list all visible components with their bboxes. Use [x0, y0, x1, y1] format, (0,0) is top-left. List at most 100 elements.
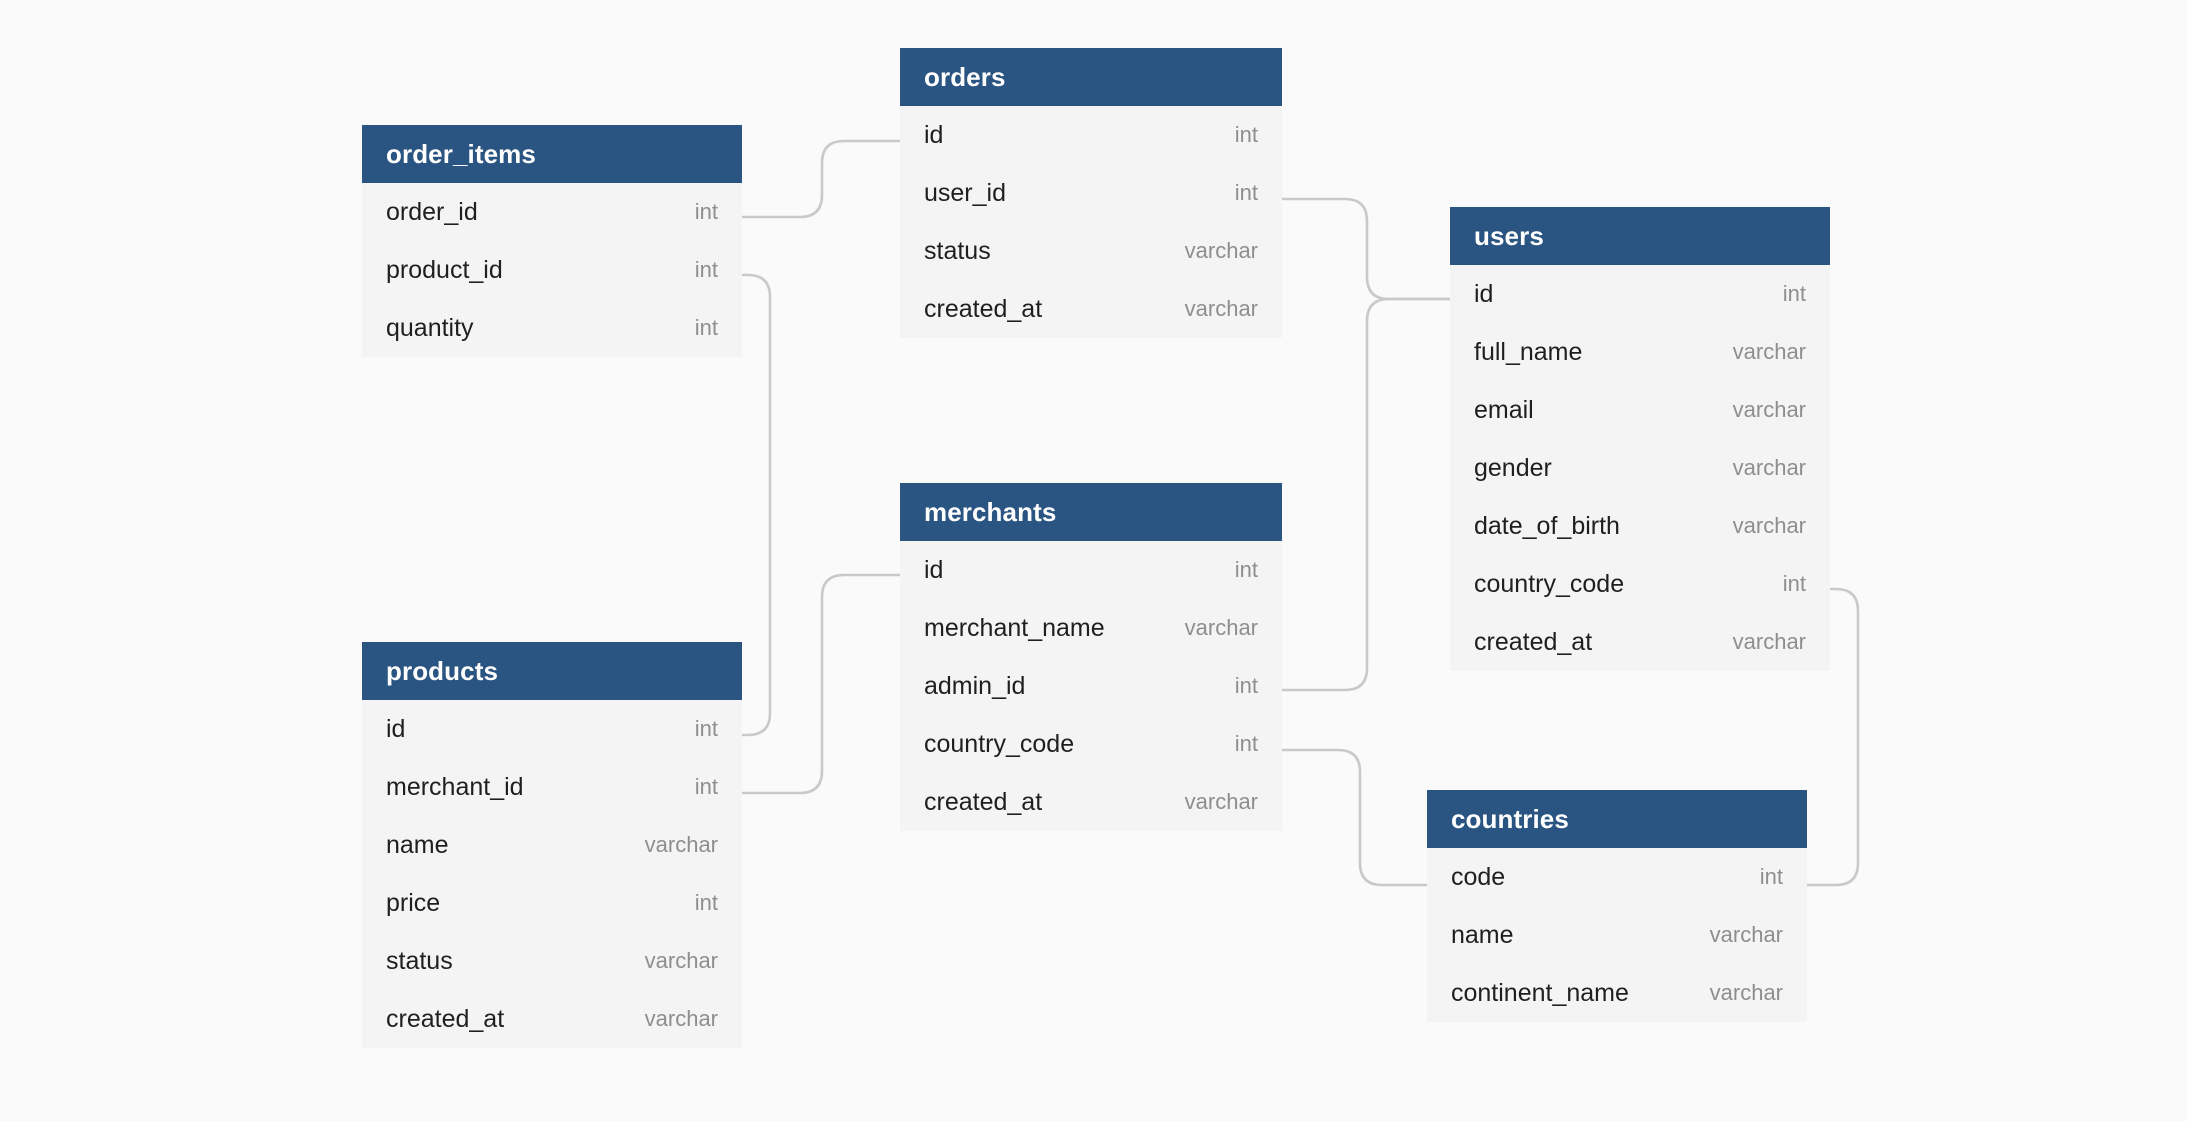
- table-header-orders[interactable]: orders: [900, 48, 1282, 106]
- field-type: varchar: [1732, 513, 1806, 538]
- field-type: varchar: [644, 832, 718, 857]
- table-body-countries: code int name varchar continent_name varchar: [1427, 848, 1807, 1022]
- field-name: name: [1451, 920, 1514, 949]
- table-header-products[interactable]: products: [362, 642, 742, 700]
- field-type: varchar: [1709, 922, 1783, 947]
- field-type: int: [1759, 864, 1783, 889]
- relationship-edge-merchants-admin_id__users-id: [1280, 297, 1452, 692]
- field-type: varchar: [1184, 615, 1258, 640]
- field-row[interactable]: created_at varchar: [362, 990, 742, 1048]
- field-row[interactable]: id int: [900, 106, 1282, 164]
- field-row[interactable]: created_at varchar: [900, 773, 1282, 831]
- field-name: email: [1474, 395, 1534, 424]
- table-header-order_items[interactable]: order_items: [362, 125, 742, 183]
- field-name: id: [1474, 279, 1494, 308]
- field-name: created_at: [1474, 627, 1593, 656]
- field-row[interactable]: country_code int: [1450, 555, 1830, 613]
- field-type: varchar: [644, 1006, 718, 1031]
- field-row[interactable]: code int: [1427, 848, 1807, 906]
- field-row[interactable]: continent_name varchar: [1427, 964, 1807, 1022]
- relationship-edge-orders-user_id__users-id: [1280, 197, 1452, 301]
- field-row[interactable]: full_name varchar: [1450, 323, 1830, 381]
- field-type: varchar: [1732, 339, 1806, 364]
- field-name: date_of_birth: [1474, 511, 1620, 540]
- field-type: varchar: [1184, 296, 1258, 321]
- field-type: int: [694, 199, 718, 224]
- field-type: varchar: [1732, 629, 1806, 654]
- field-name: full_name: [1474, 337, 1583, 366]
- field-row[interactable]: quantity int: [362, 299, 742, 357]
- relationship-edge-order_items-order_id__orders-id: [740, 139, 902, 219]
- field-row[interactable]: id int: [1450, 265, 1830, 323]
- field-name: id: [924, 120, 944, 149]
- field-type: int: [1234, 122, 1258, 147]
- field-type: int: [1234, 731, 1258, 756]
- field-row[interactable]: status varchar: [900, 222, 1282, 280]
- field-name: id: [386, 714, 406, 743]
- field-row[interactable]: product_id int: [362, 241, 742, 299]
- field-type: int: [1782, 281, 1806, 306]
- field-name: created_at: [924, 787, 1043, 816]
- field-type: int: [694, 774, 718, 799]
- field-row[interactable]: order_id int: [362, 183, 742, 241]
- field-name: admin_id: [924, 671, 1026, 700]
- field-name: status: [924, 236, 991, 265]
- field-type: int: [694, 257, 718, 282]
- field-row[interactable]: merchant_name varchar: [900, 599, 1282, 657]
- field-type: int: [694, 890, 718, 915]
- field-name: country_code: [924, 729, 1075, 758]
- field-row[interactable]: merchant_id int: [362, 758, 742, 816]
- field-type: int: [1782, 571, 1806, 596]
- field-type: varchar: [1184, 789, 1258, 814]
- field-row[interactable]: date_of_birth varchar: [1450, 497, 1830, 555]
- field-type: int: [1234, 180, 1258, 205]
- table-header-users[interactable]: users: [1450, 207, 1830, 265]
- field-name: merchant_id: [386, 772, 524, 801]
- field-name: code: [1451, 862, 1506, 891]
- field-name: name: [386, 830, 449, 859]
- field-row[interactable]: admin_id int: [900, 657, 1282, 715]
- field-name: order_id: [386, 197, 478, 226]
- relationship-edge-order_items-product_id__products-id: [740, 273, 772, 737]
- field-row[interactable]: created_at varchar: [1450, 613, 1830, 671]
- field-name: id: [924, 555, 944, 584]
- field-row[interactable]: country_code int: [900, 715, 1282, 773]
- field-name: country_code: [1474, 569, 1625, 598]
- field-name: merchant_name: [924, 613, 1105, 642]
- field-type: varchar: [1709, 980, 1783, 1005]
- field-row[interactable]: name varchar: [362, 816, 742, 874]
- relationship-edge-merchants-id__products-merchant_id: [740, 573, 902, 795]
- field-name: price: [386, 888, 441, 917]
- table-header-countries[interactable]: countries: [1427, 790, 1807, 848]
- field-type: int: [1234, 673, 1258, 698]
- field-row[interactable]: name varchar: [1427, 906, 1807, 964]
- field-type: varchar: [1184, 238, 1258, 263]
- field-type: varchar: [1732, 455, 1806, 480]
- field-name: product_id: [386, 255, 503, 284]
- field-name: created_at: [386, 1004, 505, 1033]
- field-type: int: [694, 315, 718, 340]
- field-type: varchar: [1732, 397, 1806, 422]
- field-row[interactable]: price int: [362, 874, 742, 932]
- field-name: quantity: [386, 313, 474, 342]
- field-name: continent_name: [1451, 978, 1629, 1007]
- field-row[interactable]: email varchar: [1450, 381, 1830, 439]
- table-header-merchants[interactable]: merchants: [900, 483, 1282, 541]
